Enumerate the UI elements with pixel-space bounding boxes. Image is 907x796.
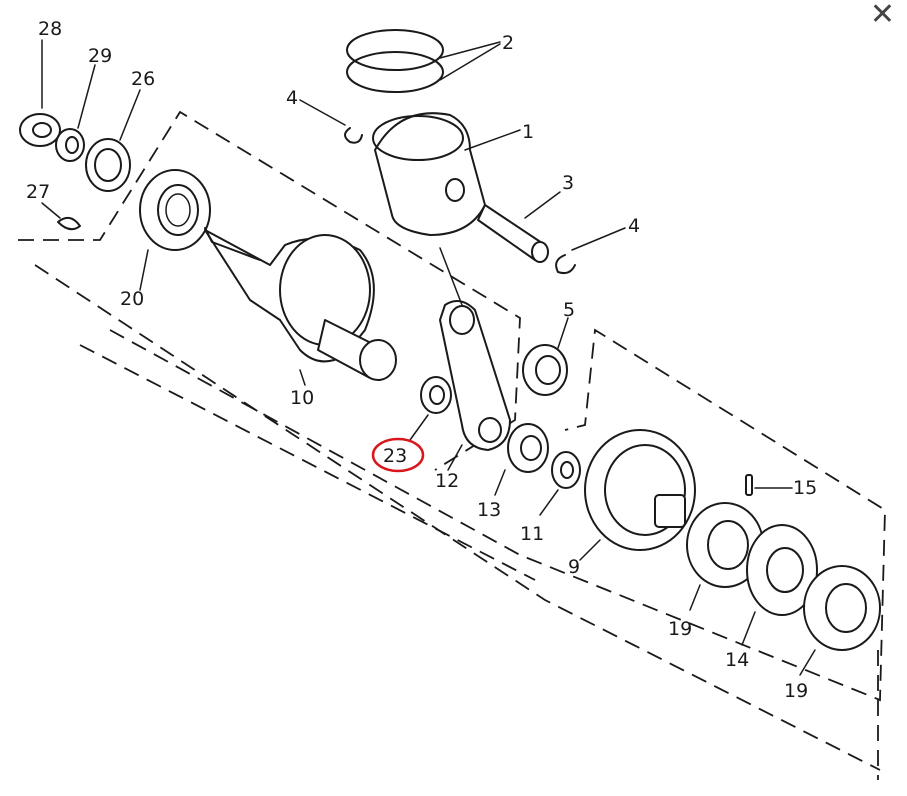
callout-20: 20: [120, 288, 144, 310]
callout-23: 23: [383, 445, 407, 467]
callout-12: 12: [435, 470, 459, 492]
callout-19-middle: 19: [668, 618, 692, 640]
callout-4-right: 4: [628, 215, 640, 237]
close-icon[interactable]: ✕: [869, 0, 895, 32]
callout-9: 9: [568, 556, 580, 578]
circlip-part-4-right: [555, 227, 626, 275]
highlight-circle: [371, 437, 425, 473]
callout-10: 10: [290, 387, 314, 409]
bearing-part-20: [139, 169, 211, 291]
callout-28: 28: [38, 18, 62, 40]
callout-2: 2: [502, 32, 514, 54]
bearing-part-19-right: [799, 565, 881, 676]
thrust-washer-part-23: [409, 376, 452, 441]
callout-5: 5: [563, 299, 575, 321]
callout-labels: 1 2 3 4 4 5 9 10 11 12 13 14 15 19 19 20…: [26, 18, 817, 702]
oil-seal-part-26: [85, 89, 141, 192]
callout-13: 13: [477, 499, 501, 521]
piston-part-1: [372, 112, 521, 236]
callout-11: 11: [520, 523, 544, 545]
callout-1: 1: [522, 121, 534, 143]
needle-bearing-part-5: [522, 317, 569, 396]
circlip-part-4-top: [299, 99, 363, 144]
piston-rings-part-2: [346, 29, 501, 93]
piston-pin-part-3: [477, 191, 561, 263]
callout-19-right: 19: [784, 680, 808, 702]
assembly-outline: [18, 110, 886, 780]
callout-15: 15: [793, 477, 817, 499]
dowel-pin-part-15: [745, 474, 793, 496]
callout-14: 14: [725, 649, 749, 671]
callout-27: 27: [26, 181, 50, 203]
nut-part-28: [19, 39, 61, 147]
bearing-housing-part-14: [741, 524, 818, 646]
callout-3: 3: [562, 172, 574, 194]
washer-part-11: [539, 451, 581, 516]
crank-wheel-part-9: [579, 429, 696, 561]
callout-29: 29: [88, 45, 112, 67]
callout-26: 26: [131, 68, 155, 90]
needle-bearing-part-13: [494, 423, 549, 496]
washer-part-29: [55, 64, 96, 162]
crankshaft-part-10: [204, 227, 397, 386]
woodruff-key-part-27: [41, 202, 81, 231]
callout-4-top: 4: [286, 87, 298, 109]
connecting-rod-part-12: [439, 247, 511, 471]
